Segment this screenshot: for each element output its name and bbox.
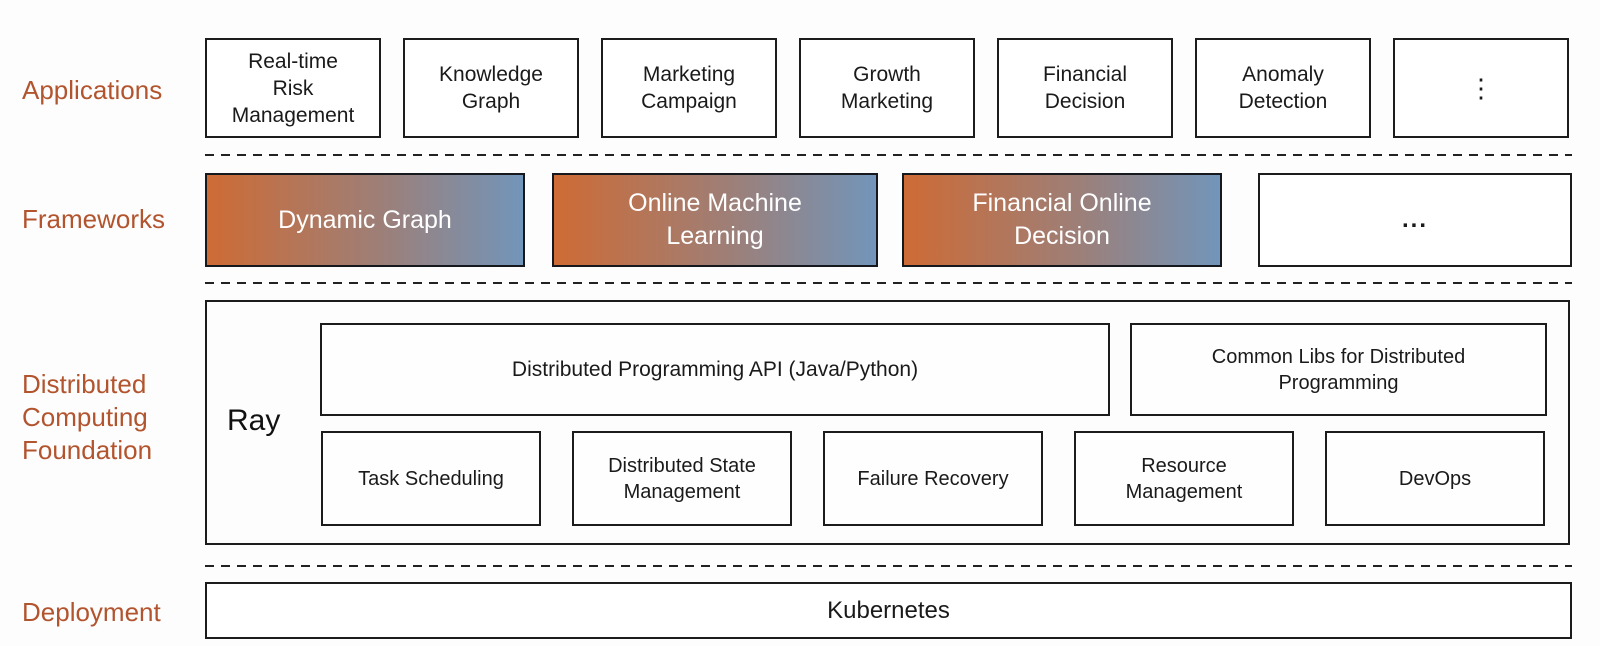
dashed-separator [205,565,1572,567]
capability-box-label: Failure Recovery [857,467,1009,490]
capability-box-task-scheduling: Task Scheduling [321,431,541,526]
layer-label-applications: Applications [22,75,163,105]
capability-box-resource-management: Resource Management [1074,431,1294,526]
dashed-separator [205,154,1572,156]
application-box-label: Anomaly Detection [1238,63,1328,113]
framework-box-online-machine-learning: Online Machine Learning [552,173,878,267]
dashed-separator [205,282,1572,284]
capability-box-devops: DevOps [1325,431,1545,526]
capability-box-failure-recovery: Failure Recovery [823,431,1043,526]
capability-box-distributed-state-management: Distributed State Management [572,431,792,526]
application-box-growth-marketing: Growth Marketing [799,38,975,138]
capability-box-label: DevOps [1398,467,1472,490]
kubernetes-box-label: Kubernetes [827,596,950,624]
framework-box-label: Online Machine Learning [628,189,802,250]
capability-box-label: Resource Management [1125,454,1243,503]
framework-box-label: Financial Online Decision [972,189,1152,250]
ray-engine-label: Ray [227,404,281,437]
distributed-programming-api-box: Distributed Programming API (Java/Python… [320,323,1110,416]
application-box-more: ⋮ [1393,38,1569,138]
layer-label-deployment: Deployment [22,597,161,627]
application-box-label: Financial Decision [1042,63,1128,113]
framework-box-label: Dynamic Graph [278,205,452,234]
application-box-realtime-risk-management: Real-time Risk Management [205,38,381,138]
capability-box-label: Distributed State Management [608,454,756,503]
application-box-knowledge-graph: Knowledge Graph [403,38,579,138]
libs-box-label: Common Libs for Distributed Programming [1211,345,1466,394]
api-box-label: Distributed Programming API (Java/Python… [511,357,919,381]
framework-box-dynamic-graph: Dynamic Graph [205,173,525,267]
application-box-label: Marketing Campaign [641,63,737,113]
application-box-anomaly-detection: Anomaly Detection [1195,38,1371,138]
capability-box-label: Task Scheduling [358,467,504,490]
application-box-label: Knowledge Graph [439,63,543,113]
application-box-financial-decision: Financial Decision [997,38,1173,138]
framework-box-more: ... [1258,173,1572,267]
common-libs-box: Common Libs for Distributed Programming [1130,323,1547,416]
application-box-label: Real-time Risk Management [231,49,355,127]
layer-label-frameworks: Frameworks [22,204,166,234]
application-box-label: Growth Marketing [840,63,934,113]
horizontal-ellipsis-icon: ... [1401,206,1428,233]
kubernetes-box: Kubernetes [205,582,1572,639]
foundation-container: Ray Distributed Programming API (Java/Py… [205,300,1570,545]
layer-label-foundation: Distributed Computing Foundation [22,369,153,465]
framework-box-financial-online-decision: Financial Online Decision [902,173,1222,267]
application-box-marketing-campaign: Marketing Campaign [601,38,777,138]
vertical-ellipsis-icon: ⋮ [1468,73,1494,103]
